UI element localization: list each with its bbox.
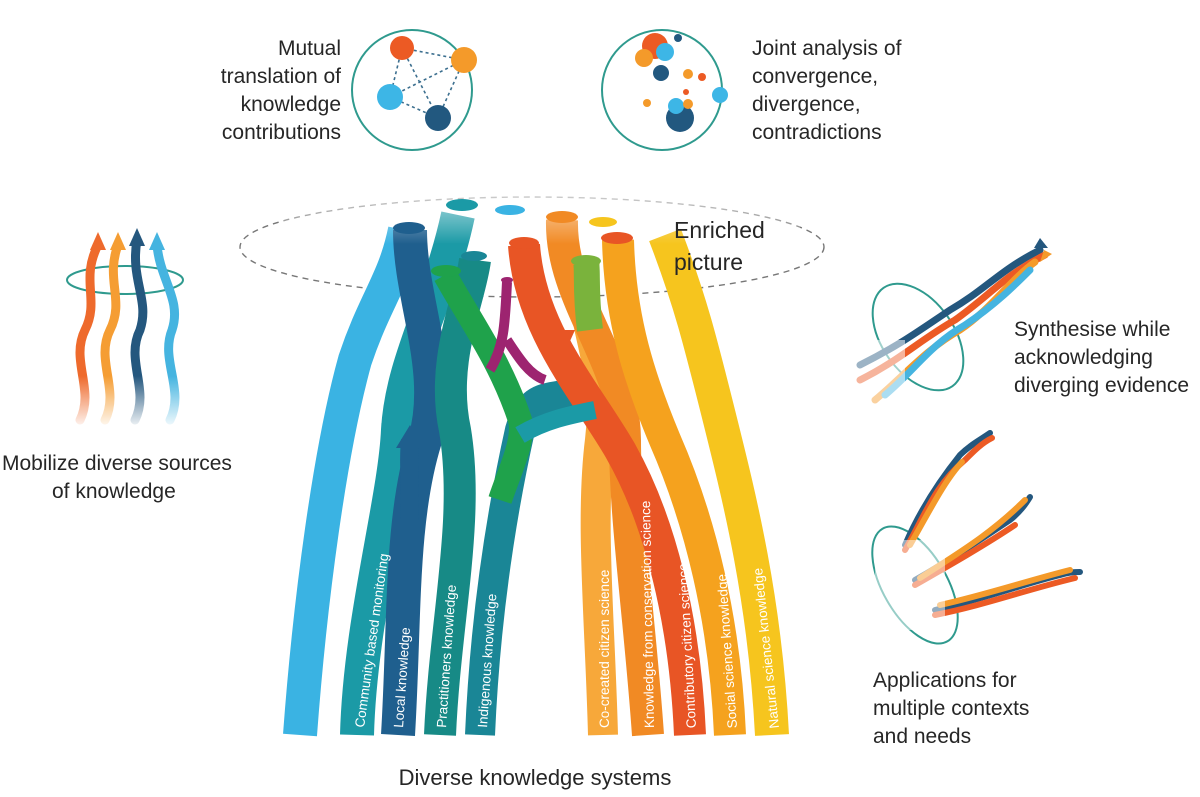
mobilize-line-1: Mobilize diverse sources (2, 452, 232, 475)
joint-analysis-line-3: divergence, (752, 93, 861, 116)
triple-braid-icon (871, 430, 1083, 645)
joint-analysis-line-2: convergence, (752, 65, 879, 88)
stream-contributory (508, 243, 706, 736)
enriched-picture-label: Enriched picture (674, 214, 784, 278)
braided-ribbon-icon (845, 238, 1052, 410)
enriched-picture-ellipse (239, 196, 825, 298)
stream-social (602, 239, 746, 736)
joint-analysis-line-4: contradictions (752, 121, 882, 144)
synthesise-line-1: Synthesise while (1014, 318, 1171, 341)
synthesise-label: Synthesise while acknowledging diverging… (1014, 316, 1200, 400)
stream-arrow-up (400, 439, 419, 521)
applications-line-1: Applications for (873, 669, 1017, 692)
stream-green (434, 269, 533, 504)
stream-arrow-right (515, 401, 597, 443)
applications-label: Applications for multiple contexts and n… (873, 667, 1073, 751)
mobilize-label: Mobilize diverse sources of knowledge (2, 450, 252, 506)
enriched-line-2: picture (674, 249, 744, 275)
applications-line-2: multiple contexts (873, 697, 1030, 720)
mutual-translation-label: Mutual translation of knowledge contribu… (200, 35, 341, 147)
synthesise-line-3: diverging evidence (1014, 374, 1190, 397)
network-icon (351, 29, 477, 151)
mutual-translation-line-1: Mutual (277, 37, 341, 60)
synthesise-line-2: acknowledging (1014, 346, 1153, 369)
enriched-line-1: Enriched (674, 217, 765, 243)
mutual-translation-line-2: translation of (220, 65, 341, 88)
applications-line-3: and needs (873, 725, 972, 748)
stream-label-conservation: Knowledge from conservation science (638, 501, 657, 729)
streams (280, 190, 800, 737)
bubble-cluster-icon (601, 29, 728, 151)
joint-analysis-label: Joint analysis of convergence, divergenc… (752, 35, 952, 147)
mobilize-line-2: of knowledge (52, 480, 176, 503)
joint-analysis-line-1: Joint analysis of (752, 37, 902, 60)
stream-label-local: Local knowledge (391, 627, 413, 728)
stream-label-cocreated: Co-created citizen science (597, 570, 612, 728)
diverse-knowledge-systems-title: Diverse knowledge systems (398, 765, 672, 790)
mutual-translation-line-4: contributions (221, 121, 341, 144)
mutual-translation-line-3: knowledge (240, 93, 341, 116)
wavy-arrows-icon (60, 228, 200, 430)
